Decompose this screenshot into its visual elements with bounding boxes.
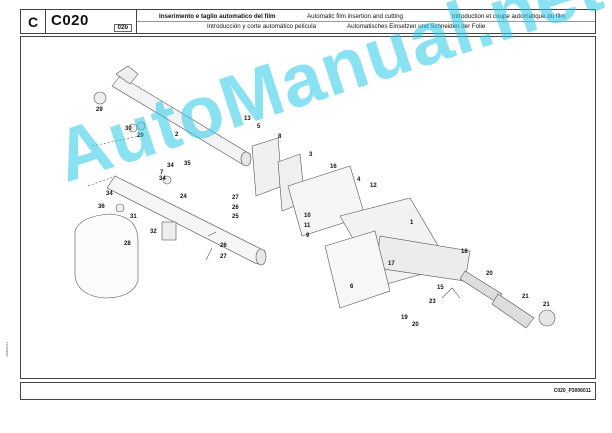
part-label: 26 — [232, 205, 239, 211]
part-label: 21 — [522, 294, 529, 300]
side-code: 000000-01 — [5, 342, 9, 357]
part-label: 34 — [159, 176, 166, 182]
part-label: 20 — [412, 322, 419, 328]
exploded-view-drawing: 29 2 30 29 13 5 8 3 16 7 34 34 35 4 12 2… — [74, 65, 556, 329]
part-label: 21 — [543, 302, 550, 308]
drawing-frame — [20, 36, 596, 379]
part-label: 29 — [137, 133, 144, 139]
part-label: 11 — [304, 223, 311, 229]
title-german: Automatisches Einsetzen und Schneiden de… — [347, 23, 486, 30]
part-label: 24 — [180, 194, 187, 200]
part-label: 26 — [220, 243, 227, 249]
part-label: 23 — [429, 299, 436, 305]
part-label: 34 — [167, 163, 174, 169]
title-block: C C020 02b Inserimento e taglio automati… — [20, 9, 596, 34]
title-french: Introduction et coupe automatique du fil… — [452, 13, 566, 20]
part-label: 6 — [350, 284, 354, 290]
title-spanish: Introducción y corte automático película — [207, 23, 317, 30]
part-label: 13 — [244, 116, 251, 122]
part-label: 10 — [304, 213, 311, 219]
part-label: 29 — [96, 107, 103, 113]
part-label: 17 — [388, 261, 395, 267]
part-label: 25 — [232, 214, 239, 220]
part-label: 32 — [150, 229, 157, 235]
part-label: 8 — [278, 134, 282, 140]
title-english: Automatic film insertion and cutting — [307, 13, 403, 20]
part-label: 4 — [357, 177, 361, 183]
part-label: 28 — [124, 241, 131, 247]
part-label: 7 — [160, 170, 164, 176]
part-label: 16 — [330, 164, 337, 170]
part-label: 12 — [370, 183, 377, 189]
section-letter: C — [21, 10, 46, 33]
part-label: 19 — [401, 315, 408, 321]
part-label: 31 — [130, 214, 137, 220]
part-label: 3 — [309, 152, 313, 158]
part-label: 18 — [461, 249, 468, 255]
part-label: 20 — [486, 271, 493, 277]
part-number-labels: 29 2 30 29 13 5 8 3 16 7 34 34 35 4 12 2… — [96, 107, 550, 328]
multilingual-titles: Inserimento e taglio automatico del film… — [137, 10, 595, 33]
part-label: 36 — [98, 204, 105, 210]
page-code: C020 — [51, 12, 89, 29]
footer-bar: C020_P3006011 — [20, 382, 596, 400]
part-label: 30 — [125, 126, 132, 132]
page-code-sub: 02b — [113, 24, 132, 32]
part-label: 9 — [306, 233, 310, 239]
part-label: 27 — [220, 254, 227, 260]
part-label: 1 — [410, 220, 414, 226]
part-label: 2 — [175, 132, 179, 138]
page-code-box: C020 02b — [46, 10, 137, 33]
drawing-code: C020_P3006011 — [553, 388, 591, 394]
part-label: 5 — [257, 124, 261, 130]
part-label: 35 — [184, 161, 191, 167]
title-italian: Inserimento e taglio automatico del film — [159, 13, 276, 20]
title-divider — [137, 21, 595, 22]
part-label: 34 — [106, 191, 113, 197]
part-label: 15 — [437, 285, 444, 291]
part-label: 27 — [232, 195, 239, 201]
